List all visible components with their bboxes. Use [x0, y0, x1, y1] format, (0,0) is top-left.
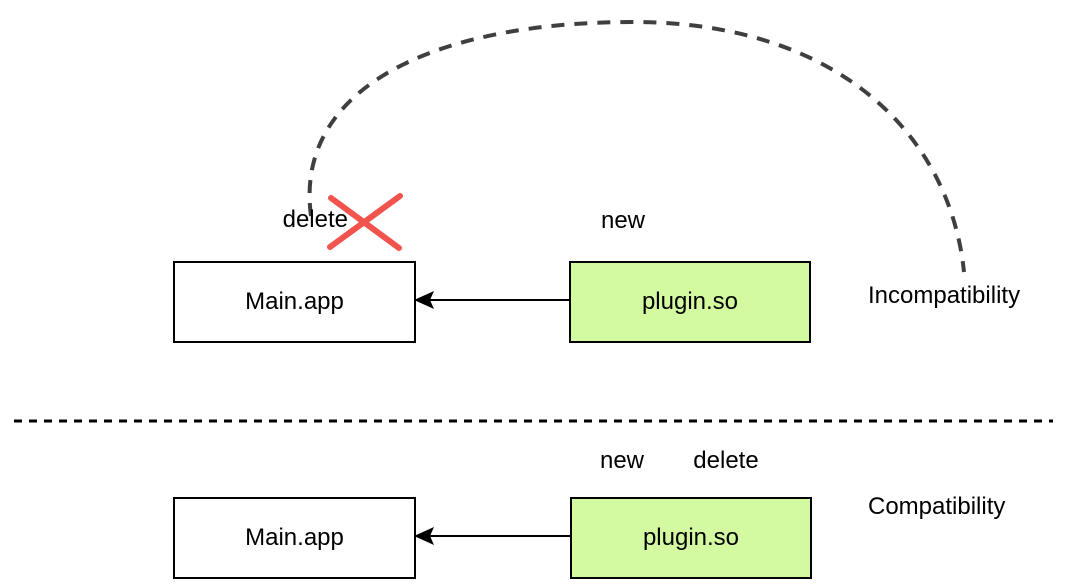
compatibility-caption: Compatibility — [868, 493, 1006, 520]
dependency-arrow-bottom-head — [414, 527, 434, 545]
incompatibility-caption: Incompatibility — [868, 282, 1021, 309]
bottom-new-label: new — [599, 447, 645, 474]
plugin-so-box-bottom: plugin.so — [570, 497, 812, 579]
main-app-box-top-label: Main.app — [245, 288, 344, 315]
top-new-label: new — [600, 207, 646, 234]
plugin-so-box-top: plugin.so — [569, 261, 811, 343]
bottom-delete-label: delete — [693, 447, 759, 474]
delete-cross-stroke-2 — [327, 193, 403, 250]
plugin-so-box-top-label: plugin.so — [641, 288, 739, 315]
dependency-arrow-top-head — [414, 291, 434, 309]
plugin-so-box-bottom-label: plugin.so — [642, 524, 740, 551]
main-app-box-bottom: Main.app — [173, 497, 416, 579]
incompatibility-arc — [307, 19, 966, 273]
dependency-arrow-bottom — [414, 527, 570, 545]
main-app-box-top: Main.app — [173, 261, 416, 343]
main-app-box-bottom-label: Main.app — [245, 524, 344, 551]
top-delete-label: delete — [282, 206, 348, 233]
dependency-arrow-top — [414, 291, 569, 309]
delete-cross-icon — [327, 193, 403, 251]
